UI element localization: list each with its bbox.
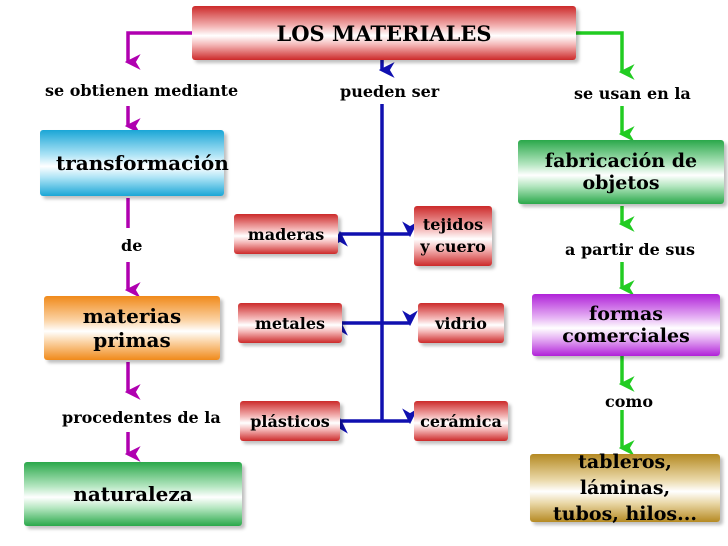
node-tejidos: tejidos y cuero [414, 206, 492, 266]
label-como: como [605, 392, 654, 411]
node-fabricacion-label: fabricación de objetos [544, 150, 698, 194]
node-materias-primas: materias primas [44, 296, 220, 360]
node-plasticos-label: plásticos [250, 411, 330, 431]
label-a-partir: a partir de sus [565, 240, 695, 259]
node-naturaleza-label: naturaleza [73, 482, 193, 506]
node-tejidos-label-1: tejidos [422, 215, 484, 234]
label-se-usan: se usan en la [574, 84, 691, 103]
node-transformacion: transformación [40, 130, 229, 196]
node-formas-comerciales: formas comerciales [532, 294, 720, 356]
node-naturaleza: naturaleza [24, 462, 242, 526]
node-ceramica: cerámica [414, 401, 508, 441]
arrow-title-to-left [124, 31, 192, 70]
left-arrows [124, 31, 192, 462]
node-tejidos-label-2: y cuero [420, 237, 486, 256]
center-arrows [332, 48, 418, 434]
label-de: de [121, 236, 143, 255]
label-procedentes: procedentes de la [62, 408, 221, 427]
page-title: LOS MATERIALES [276, 20, 492, 46]
node-ceramica-label: cerámica [420, 411, 502, 431]
node-fabricacion: fabricación de objetos [518, 140, 724, 204]
node-metales: metales [238, 303, 342, 343]
right-arrows [576, 31, 635, 456]
node-materias-label: materias primas [82, 304, 182, 352]
node-tableros: tableros, láminas, tubos, hilos... [530, 451, 720, 525]
node-transformacion-label: transformación [56, 151, 229, 175]
node-tableros-label-2: tubos, hilos... [553, 503, 697, 525]
node-vidrio-label: vidrio [435, 313, 487, 333]
node-metales-label: metales [254, 313, 326, 333]
label-pueden-ser: pueden ser [340, 82, 440, 101]
node-formas-label: formas comerciales [562, 303, 690, 347]
label-se-obtienen: se obtienen mediante [45, 81, 239, 100]
node-maderas: maderas [234, 214, 338, 254]
arrow-title-to-right [576, 31, 635, 80]
node-tableros-label-1: tableros, láminas, [578, 451, 672, 499]
node-maderas-label: maderas [247, 224, 325, 244]
title-box: LOS MATERIALES [192, 6, 576, 60]
node-vidrio: vidrio [418, 303, 504, 343]
node-plasticos: plásticos [240, 401, 340, 441]
